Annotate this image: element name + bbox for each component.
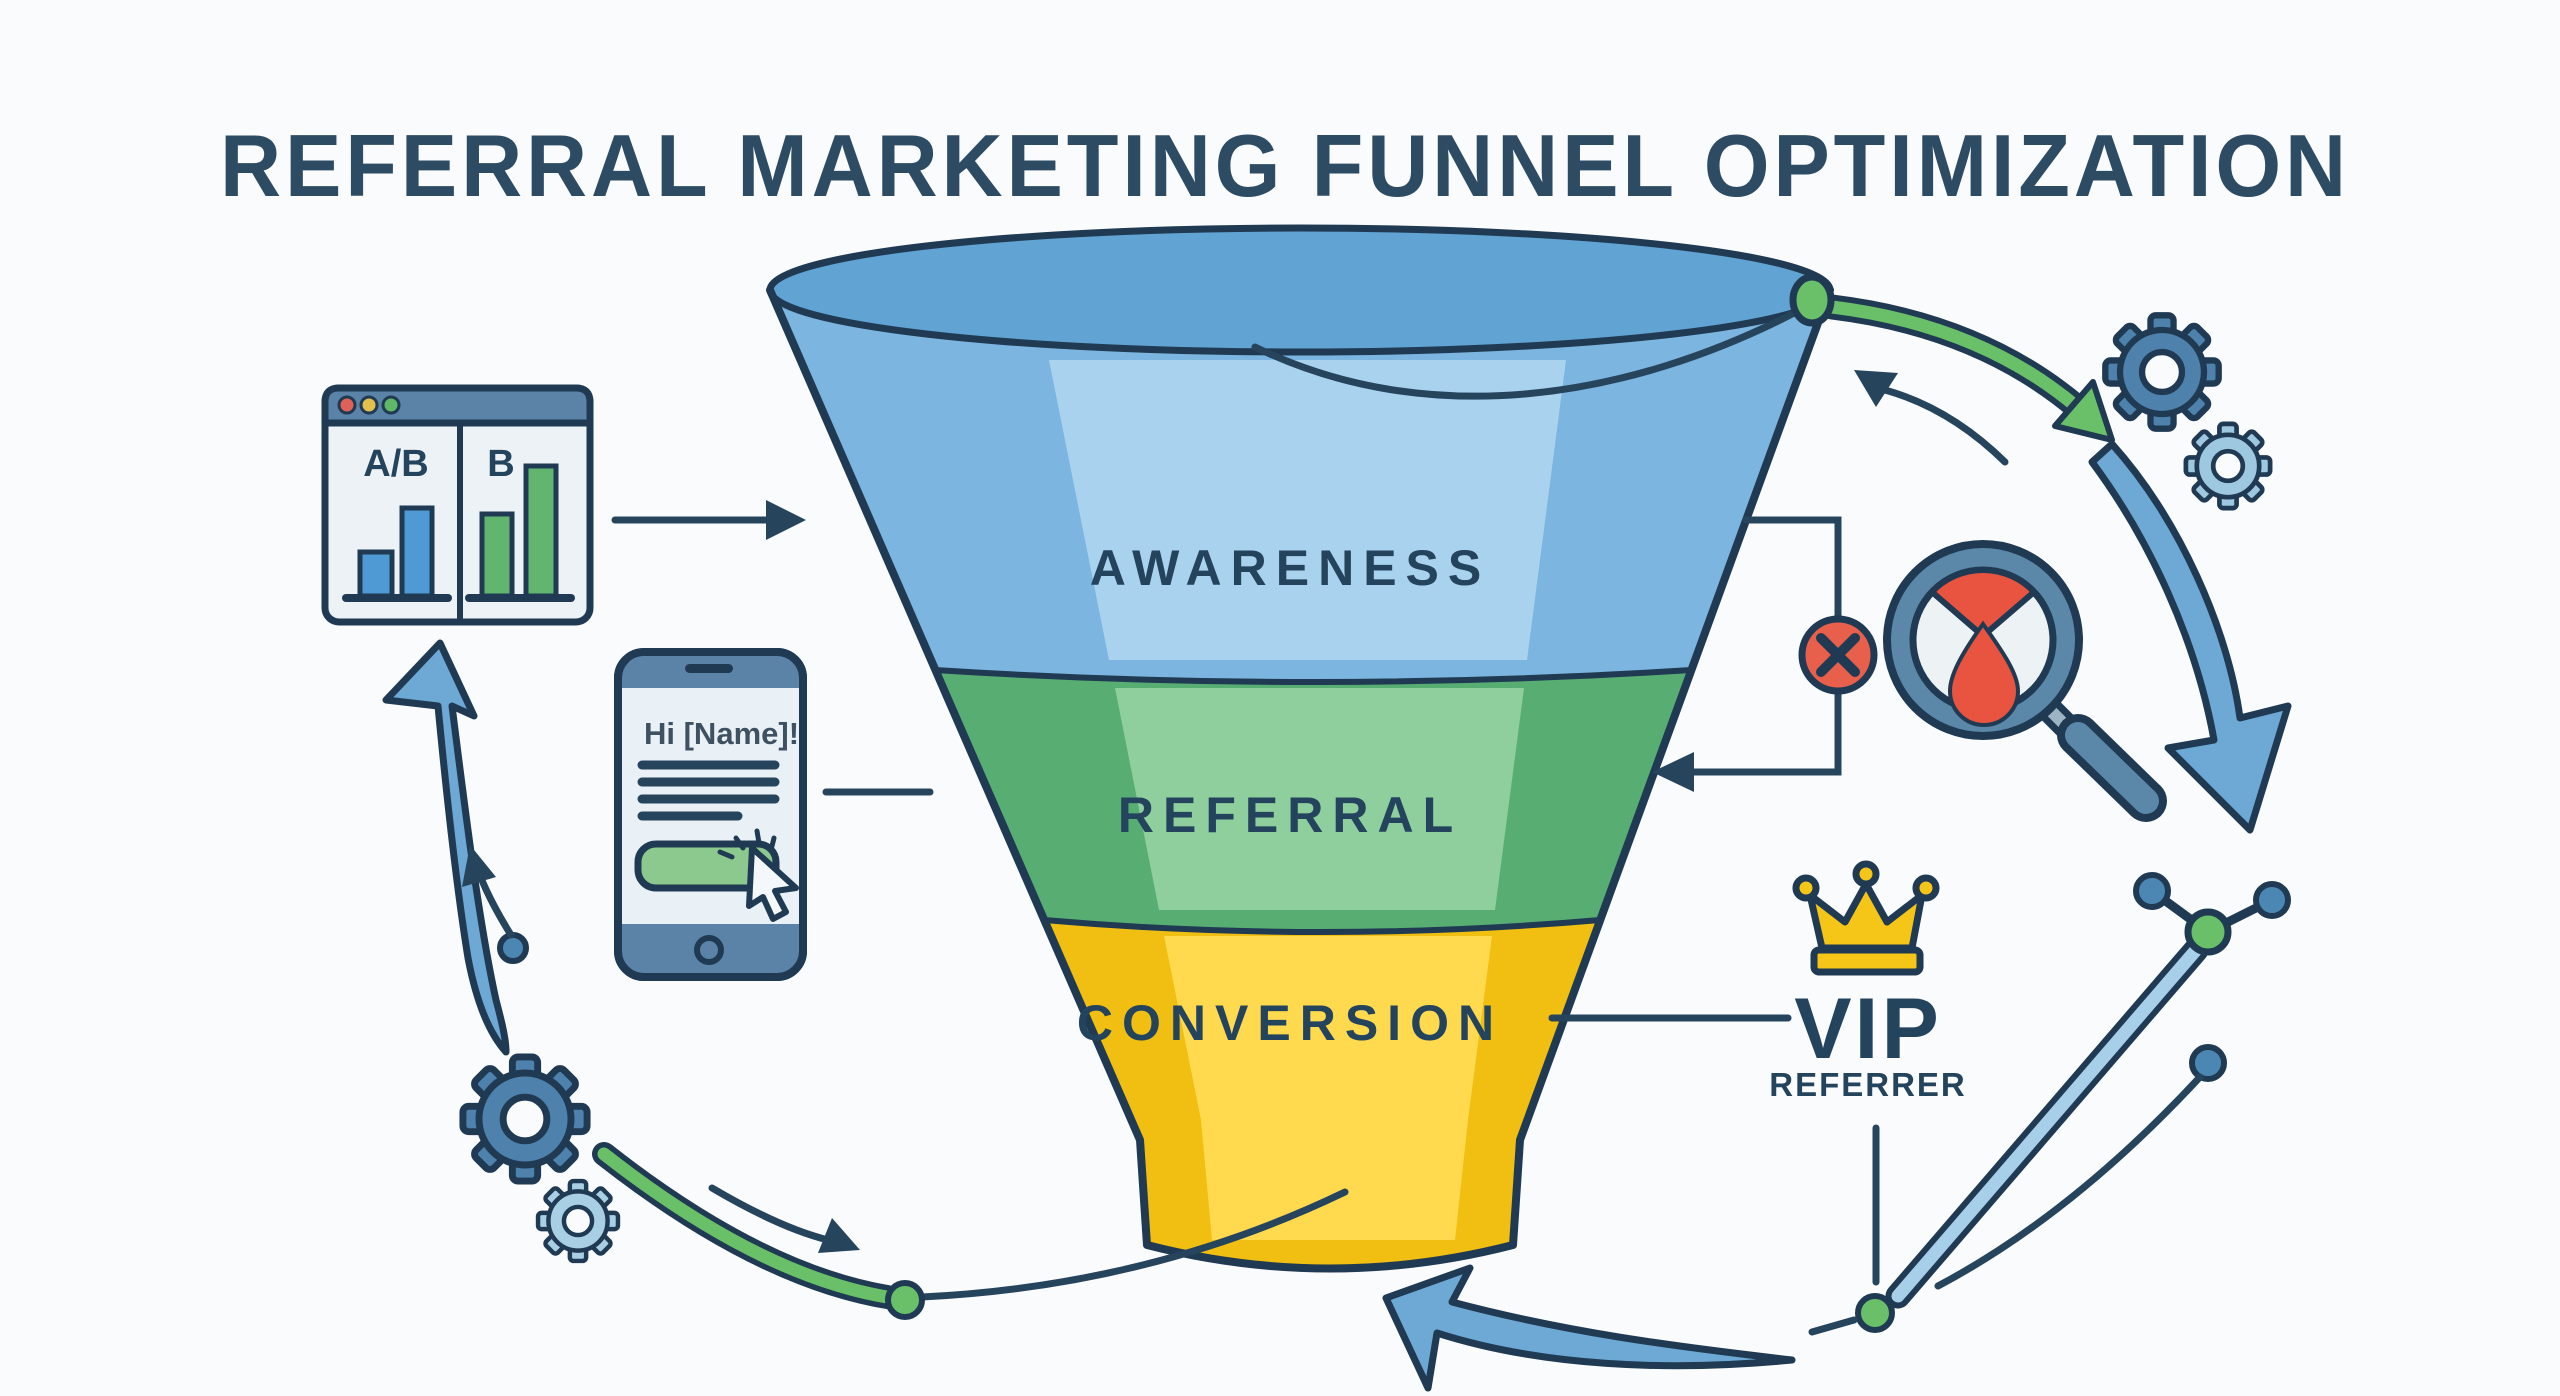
flow-dot-left — [497, 932, 529, 964]
bottom-arc-line — [918, 1188, 1349, 1301]
bar-green-medium — [479, 511, 515, 599]
green-flow-arrow-top — [1825, 300, 2085, 415]
dot-stub-line — [1808, 1316, 1858, 1336]
funnel-boundary-awareness-referral — [932, 667, 1694, 685]
gear-icon — [2105, 315, 2218, 428]
gear-icon — [2186, 424, 2270, 508]
window-dot-green — [381, 395, 401, 415]
small-arrow-line-bottom — [708, 1184, 832, 1244]
node-trail-line — [1934, 1073, 2204, 1290]
funnel-boundary-referral-conversion — [1041, 917, 1603, 935]
green-band-bottom — [597, 1147, 900, 1305]
error-x-badge-icon — [1798, 615, 1878, 695]
stage-label-conversion: CONVERSION — [1077, 995, 1503, 1051]
green-band-outline-bottom — [592, 1142, 905, 1310]
node-blue-lower — [2189, 1044, 2227, 1082]
small-arrowhead-left — [462, 845, 496, 887]
phone-bottom-bar — [618, 924, 803, 977]
variant-b-label: B — [487, 443, 514, 485]
bar-blue-short — [357, 549, 395, 599]
cycle-arrow-bottom-left — [1382, 1264, 1796, 1392]
variant-a-label: A/B — [363, 443, 428, 485]
stage-label-awareness: AWARENESS — [1090, 540, 1491, 596]
gear-icon — [463, 1057, 587, 1181]
flow-dot-bottom — [885, 1280, 925, 1320]
phone-greeting: Hi [Name]! — [644, 716, 799, 751]
node-green — [2184, 908, 2232, 956]
light-band — [1891, 943, 2203, 1303]
gear-icon — [538, 1181, 618, 1261]
funnel: AWARENESS REFERRAL CONVERSION — [766, 224, 1834, 1273]
cycle-arrow-right-down — [2088, 440, 2292, 834]
leak-magnifier-icon — [1883, 540, 2167, 822]
bar-green-tall — [523, 463, 559, 599]
funnel-stage-awareness-highlight — [1049, 360, 1566, 660]
leak-wedge — [1929, 567, 2037, 639]
small-arrowhead-bottom — [818, 1218, 860, 1253]
flow-dot-bottom-right — [1855, 1293, 1895, 1333]
vip-subtitle: REFERRER — [1769, 1066, 1967, 1103]
page-title: REFERRAL MARKETING FUNNEL OPTIMIZATION — [220, 116, 2350, 215]
ab-test-window-icon: A/B B — [321, 384, 594, 626]
funnel-outline — [766, 286, 1834, 1273]
node-blue — [2253, 881, 2291, 919]
back-arrowhead-top — [1854, 370, 1898, 407]
cycle-arrow-left-up — [382, 639, 510, 1056]
phone-speaker — [685, 664, 733, 673]
window-dot-yellow — [359, 395, 379, 415]
funnel-stage-conversion-highlight — [1164, 936, 1492, 1240]
flow-dot-top — [1789, 273, 1835, 327]
leak-droplet — [1947, 620, 2021, 727]
window-dot-red — [337, 395, 357, 415]
vip-title: VIP — [1794, 981, 1942, 1077]
bar-blue-tall — [399, 505, 435, 599]
node-blue — [2133, 872, 2171, 910]
back-arrow-line-top — [1881, 386, 2009, 466]
cursor-icon — [717, 828, 799, 922]
funnel-stage-referral-highlight — [1115, 688, 1524, 910]
vip-crown-icon — [1792, 860, 1940, 976]
phone-home-button — [694, 935, 724, 965]
green-flow-arrowhead — [2052, 379, 2115, 443]
personalized-message-phone-icon: Hi [Name]! — [614, 648, 807, 981]
network-nodes-icon — [1885, 872, 2291, 1309]
leak-connector-arrowhead — [1652, 752, 1694, 792]
top-arc-line — [1251, 308, 1800, 400]
stage-label-referral: REFERRAL — [1118, 787, 1462, 843]
ab-connector-arrowhead — [766, 500, 806, 540]
funnel-rim — [766, 224, 1834, 356]
